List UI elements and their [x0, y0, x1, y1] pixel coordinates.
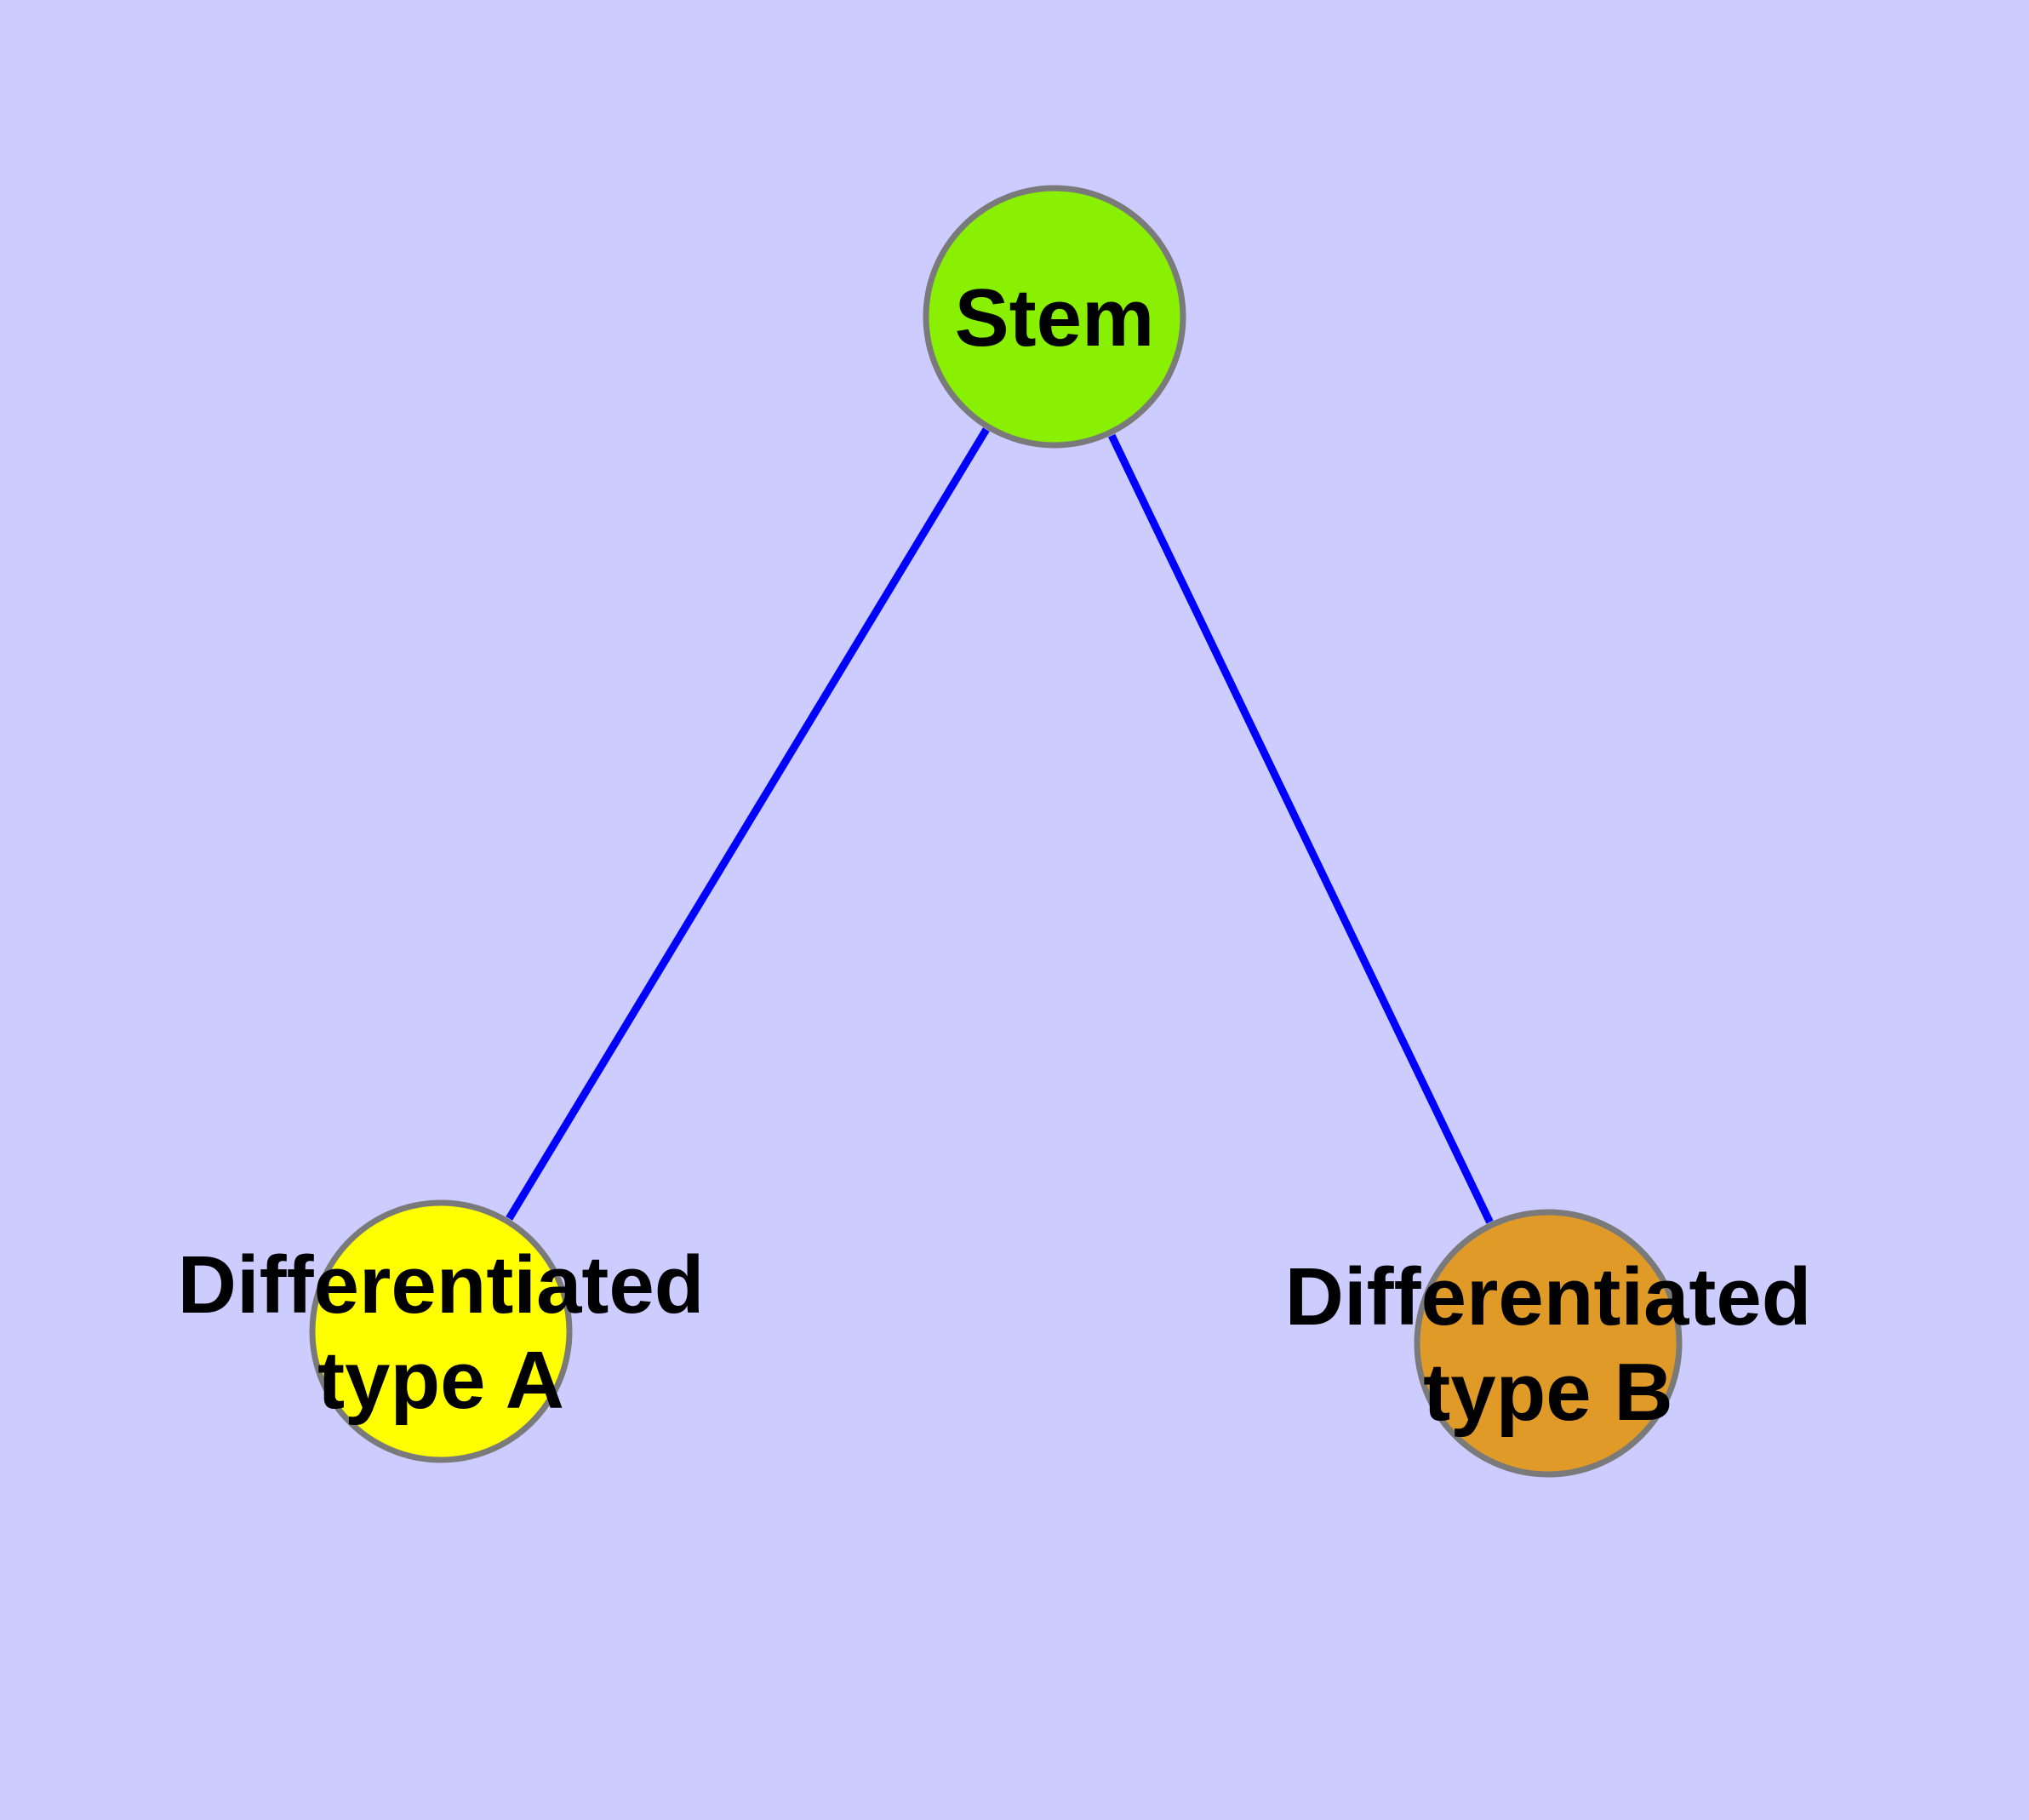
node-label-line: Differentiated — [178, 1239, 705, 1331]
node-stem[interactable] — [923, 185, 1186, 449]
node-differentiated-type-a-circle[interactable] — [309, 1199, 573, 1463]
node-label-line: Differentiated — [1285, 1251, 1812, 1342]
node-label-stem: Stem — [955, 272, 1155, 363]
node-differentiated-type-a[interactable] — [309, 1199, 573, 1463]
edge-stem-to-differentiated-type-b[interactable] — [1050, 315, 1552, 1345]
edge-stem-to-differentiated-type-a[interactable] — [437, 314, 1058, 1334]
node-label-line: type B — [1423, 1347, 1672, 1438]
edges-layer — [437, 314, 1552, 1345]
node-label-line: Stem — [955, 272, 1155, 363]
node-label-line: type A — [317, 1335, 564, 1426]
node-differentiated-type-b-circle[interactable] — [1414, 1209, 1683, 1478]
node-stem-circle[interactable] — [923, 185, 1186, 449]
node-differentiated-type-b[interactable] — [1414, 1209, 1683, 1478]
nodes-layer — [309, 185, 1683, 1478]
